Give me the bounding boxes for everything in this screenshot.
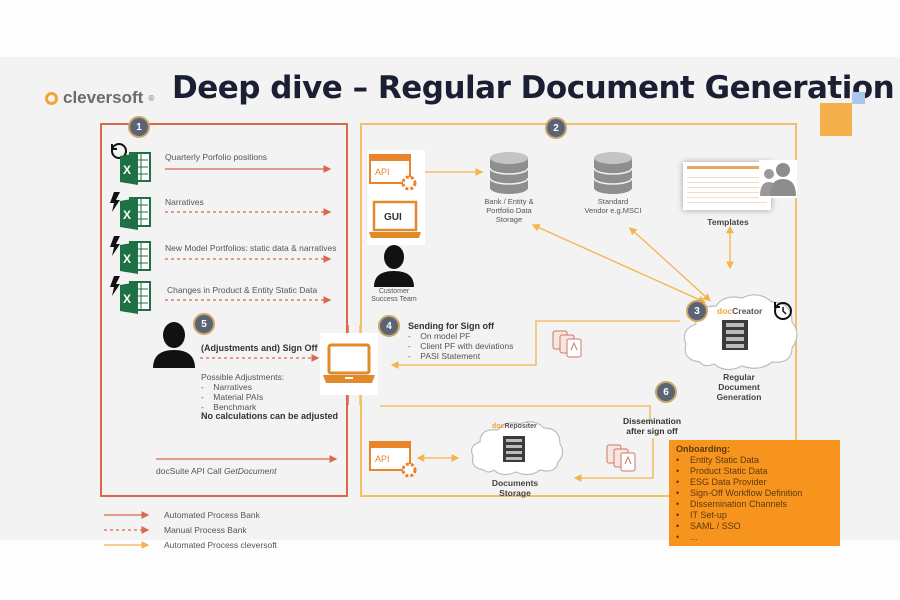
onboarding-list: Entity Static Data Product Static Data E…: [676, 455, 833, 543]
onboarding-item: Entity Static Data: [676, 455, 833, 466]
input-label-model-portfolios: New Model Portfolios: static data & narr…: [165, 243, 337, 253]
decorative-square-orange: [820, 103, 852, 136]
api-call-label: docSuite API Call GetDocument: [156, 466, 277, 476]
users-group-icon: [760, 163, 796, 196]
adjustment-item: - Benchmark: [201, 402, 257, 412]
sending-sign-off-list: - On model PF - Client PF with deviation…: [408, 331, 513, 361]
badge-4: 4: [378, 315, 400, 337]
legend-line-solid-orange: [104, 540, 150, 549]
doccreator-brand: docCreator: [717, 306, 763, 316]
legend: Automated Process Bank Manual Process Ba…: [104, 507, 277, 552]
svg-text:X: X: [123, 292, 131, 306]
templates-users-card: [759, 160, 797, 198]
legend-item-manual-bank: Manual Process Bank: [104, 522, 277, 537]
sign-off-item: - Client PF with deviations: [408, 341, 514, 351]
api-label: API: [375, 167, 390, 177]
vendor-database-icon: [593, 152, 633, 194]
bank-section-box: [100, 123, 348, 497]
onboarding-item: Dissemination Channels: [676, 499, 833, 510]
legend-line-dashed-red: [104, 525, 150, 534]
adjustment-item: - Material PAIs: [201, 392, 264, 402]
customer-success-user-icon: [374, 245, 414, 287]
sign-off-heading: (Adjustments and) Sign Off: [201, 343, 318, 353]
onboarding-item: SAML / SSO: [676, 521, 833, 532]
onboarding-item: ...: [676, 532, 833, 543]
bank-database-icon: [489, 152, 529, 194]
logo-text: cleversoft: [63, 88, 144, 107]
badge-5: 5: [193, 313, 215, 335]
logo-registered-mark: ®: [148, 93, 155, 103]
repository-api-label: API: [375, 454, 390, 464]
adjustment-item: - Narratives: [201, 382, 253, 392]
templates-label: Templates: [707, 217, 749, 227]
arrow-dissemination: [573, 438, 654, 482]
onboarding-item: ESG Data Provider: [676, 477, 833, 488]
onboarding-box: Onboarding: Entity Static Data Product S…: [669, 440, 840, 546]
arrow-creator-bank-storage: [531, 224, 706, 304]
excel-input-4: X: [108, 274, 154, 319]
legend-item-automated-bank: Automated Process Bank: [104, 507, 277, 522]
input-label-static-data: Changes in Product & Entity Static Data: [167, 285, 318, 295]
repository-server-icon: [503, 436, 525, 462]
sending-sign-off-heading: Sending for Sign off: [408, 321, 494, 331]
input-label-quarterly: Quarterly Porfolio positions: [165, 152, 268, 162]
pdf-files-icon: [552, 330, 582, 358]
input-label-narratives: Narratives: [165, 197, 204, 207]
gui-laptop-icon: GUI: [369, 200, 421, 238]
svg-text:X: X: [123, 208, 131, 222]
cleversoft-logo: cleversoft ®: [45, 88, 154, 108]
excel-lightning-icon: X: [110, 236, 151, 274]
excel-lightning-icon: X: [110, 192, 151, 230]
docrepository-brand: docRepositer: [492, 423, 537, 430]
refresh-clock-icon: [774, 302, 792, 320]
repository-api-icon: API: [369, 441, 417, 478]
user-icon: [153, 322, 195, 368]
adjustments-note: No calculations can be adjusted: [201, 411, 339, 421]
laptop-card: [320, 333, 378, 395]
excel-input-2: X: [108, 190, 154, 235]
excel-refresh-icon: X: [111, 143, 151, 185]
pdf-files-icon: [606, 444, 636, 472]
excel-lightning-icon: X: [110, 276, 151, 314]
templates-document-icon: [683, 162, 771, 210]
cleversoft-section-box: [360, 123, 797, 497]
laptop-icon: [323, 343, 375, 383]
api-window-icon: API: [369, 154, 417, 191]
badge-6: 6: [655, 381, 677, 403]
onboarding-item: Sign-Off Workflow Definition: [676, 488, 833, 499]
excel-input-1: X: [108, 140, 154, 191]
sign-off-item: - PASI Statement: [408, 351, 481, 361]
gui-label: GUI: [384, 212, 402, 223]
adjustments-list: - Narratives - Material PAIs - Benchmark: [201, 382, 263, 412]
decorative-square-blue: [852, 92, 865, 104]
sign-off-item: - On model PF: [408, 331, 471, 341]
svg-text:X: X: [123, 252, 131, 266]
page-title: Deep dive – Regular Document Generation: [172, 70, 895, 106]
onboarding-item: IT Set-up: [676, 510, 833, 521]
onboarding-item: Product Static Data: [676, 466, 833, 477]
adjustments-title: Possible Adjustments:: [201, 372, 285, 382]
server-rack-icon: [722, 320, 748, 350]
badge-2: 2: [545, 117, 567, 139]
arrow-sending-sign-off: [390, 320, 680, 369]
svg-text:X: X: [123, 163, 131, 177]
onboarding-title: Onboarding:: [676, 444, 730, 454]
badge-3: 3: [686, 300, 708, 322]
arrow-creator-vendor: [629, 227, 711, 302]
cleversoft-logo-icon: [45, 91, 58, 105]
legend-item-automated-cleversoft: Automated Process cleversoft: [104, 537, 277, 552]
legend-line-solid-red: [104, 510, 150, 519]
badge-1: 1: [128, 116, 150, 138]
line-dissemination: [380, 405, 651, 420]
excel-input-3: X: [108, 234, 154, 279]
